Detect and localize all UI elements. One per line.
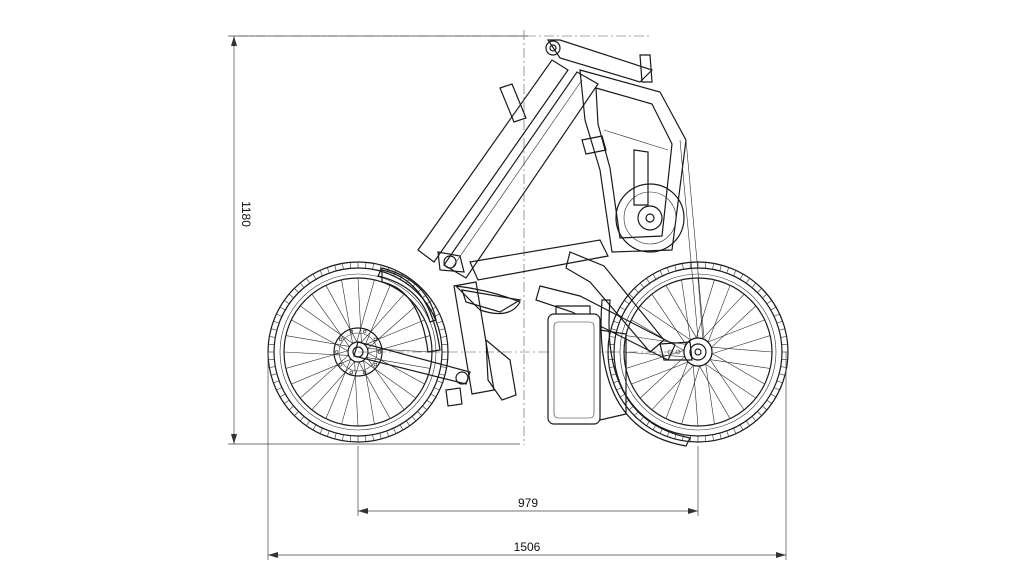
- front-fork: [353, 269, 471, 407]
- rear-fender: [600, 299, 691, 447]
- battery-pack: [547, 305, 627, 425]
- rear-wheel: [607, 261, 789, 443]
- overall-length-dimension: 1506: [267, 352, 787, 560]
- frame: [417, 39, 707, 401]
- rear-hub: [659, 337, 713, 367]
- height-dimension: 1180: [228, 35, 528, 445]
- front-fender: [377, 267, 437, 323]
- front-wheel: [267, 261, 449, 443]
- overall-length-dimension-label: 1506: [514, 540, 541, 554]
- height-dimension-label: 1180: [239, 201, 253, 227]
- wheelbase-dimension: 979: [357, 446, 699, 516]
- wheelbase-dimension-label: 979: [518, 496, 538, 510]
